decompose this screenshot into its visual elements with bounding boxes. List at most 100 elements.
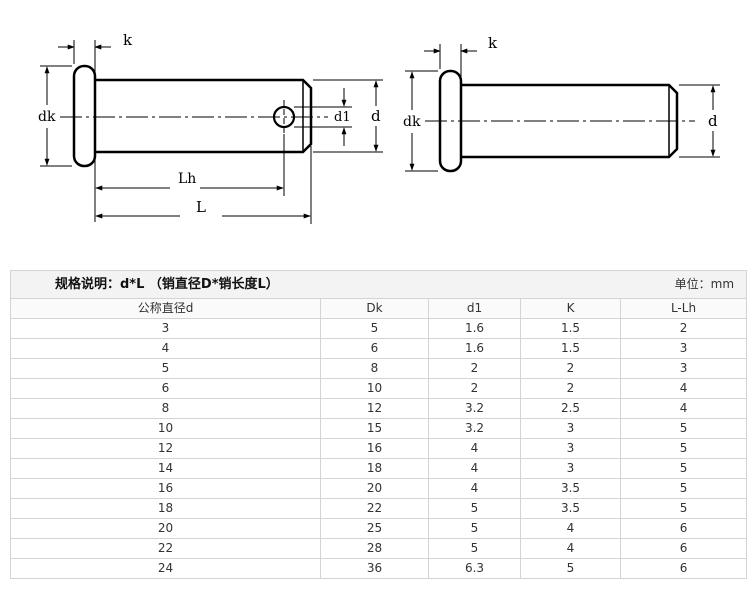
left-d1-label: d1 <box>334 110 351 125</box>
left-dk-label: dk <box>38 109 56 125</box>
cell-nominal-diameter: 3 <box>10 318 321 339</box>
cell-d1: 2 <box>428 358 521 379</box>
cell-l-lh: 6 <box>619 558 748 579</box>
spec-table: 规格说明：d*L （销直径D*销长度L） 单位：mm 公称直径d Dk d1 K… <box>9 270 748 579</box>
cell-k: 3.5 <box>520 498 621 519</box>
cell-nominal-diameter: 4 <box>10 338 321 359</box>
cell-nominal-diameter: 14 <box>10 458 321 479</box>
cell-nominal-diameter: 5 <box>10 358 321 379</box>
cell-l-lh: 3 <box>619 338 748 359</box>
column-header-dk: Dk <box>320 298 429 319</box>
cell-k: 4 <box>520 518 621 539</box>
cell-d1: 3.2 <box>428 398 521 419</box>
cell-k: 3 <box>520 458 621 479</box>
cell-nominal-diameter: 10 <box>10 418 321 439</box>
cell-l-lh: 5 <box>619 478 748 499</box>
cell-dk: 22 <box>320 498 429 519</box>
cell-k: 1.5 <box>520 318 621 339</box>
column-header-l-lh: L-Lh <box>619 298 748 319</box>
cell-nominal-diameter: 20 <box>10 518 321 539</box>
column-header-k: K <box>520 298 621 319</box>
cell-nominal-diameter: 18 <box>10 498 321 519</box>
left-lh-label: Lh <box>178 171 196 187</box>
cell-l-lh: 5 <box>619 458 748 479</box>
right-dk-label: dk <box>403 114 421 130</box>
cell-dk: 6 <box>320 338 429 359</box>
cell-k: 5 <box>520 558 621 579</box>
cell-d1: 4 <box>428 458 521 479</box>
left-d-label: d <box>371 107 381 125</box>
right-k-label: k <box>488 34 498 52</box>
cell-l-lh: 2 <box>619 318 748 339</box>
cell-k: 4 <box>520 538 621 559</box>
cell-k: 3.5 <box>520 478 621 499</box>
cell-dk: 36 <box>320 558 429 579</box>
table-unit: 单位：mm <box>674 277 735 291</box>
cell-k: 2 <box>520 378 621 399</box>
cell-d1: 4 <box>428 438 521 459</box>
cell-nominal-diameter: 24 <box>10 558 321 579</box>
cell-dk: 5 <box>320 318 429 339</box>
cell-k: 1.5 <box>520 338 621 359</box>
cell-nominal-diameter: 8 <box>10 398 321 419</box>
cell-d1: 3.2 <box>428 418 521 439</box>
cell-dk: 8 <box>320 358 429 379</box>
left-pin-head <box>72 64 97 168</box>
cell-d1: 6.3 <box>428 558 521 579</box>
cell-k: 3 <box>520 438 621 459</box>
cell-d1: 1.6 <box>428 318 521 339</box>
cell-dk: 28 <box>320 538 429 559</box>
cell-k: 3 <box>520 418 621 439</box>
table-header-row: 公称直径d Dk d1 K L-Lh <box>10 298 748 319</box>
right-d-label: d <box>708 112 718 130</box>
cell-nominal-diameter: 6 <box>10 378 321 399</box>
cell-nominal-diameter: 22 <box>10 538 321 559</box>
cell-dk: 12 <box>320 398 429 419</box>
cell-dk: 18 <box>320 458 429 479</box>
cell-l-lh: 4 <box>619 398 748 419</box>
left-l-label: L <box>196 198 206 216</box>
left-pin-view <box>72 64 313 168</box>
table-title: 规格说明：d*L （销直径D*销长度L） <box>55 277 279 292</box>
cell-d1: 1.6 <box>428 338 521 359</box>
cell-nominal-diameter: 16 <box>10 478 321 499</box>
cell-l-lh: 5 <box>619 498 748 519</box>
cell-d1: 5 <box>428 498 521 519</box>
cell-l-lh: 5 <box>619 438 748 459</box>
cell-l-lh: 6 <box>619 538 748 559</box>
cell-d1: 2 <box>428 378 521 399</box>
cell-nominal-diameter: 12 <box>10 438 321 459</box>
cell-dk: 20 <box>320 478 429 499</box>
cell-dk: 15 <box>320 418 429 439</box>
technical-drawing: k dk d1 d Lh L k dk d <box>38 31 720 224</box>
cell-dk: 16 <box>320 438 429 459</box>
cell-k: 2.5 <box>520 398 621 419</box>
cell-l-lh: 3 <box>619 358 748 379</box>
cell-d1: 5 <box>428 518 521 539</box>
cell-d1: 5 <box>428 538 521 559</box>
cell-l-lh: 5 <box>619 418 748 439</box>
table-caption-row: 规格说明：d*L （销直径D*销长度L） 单位：mm <box>9 270 748 299</box>
cell-l-lh: 4 <box>619 378 748 399</box>
cell-dk: 10 <box>320 378 429 399</box>
left-k-label: k <box>123 31 133 49</box>
cell-k: 2 <box>520 358 621 379</box>
cell-dk: 25 <box>320 518 429 539</box>
column-header-nominal-diameter: 公称直径d <box>10 298 321 319</box>
left-pin-shank <box>95 78 313 154</box>
cell-l-lh: 6 <box>619 518 748 539</box>
